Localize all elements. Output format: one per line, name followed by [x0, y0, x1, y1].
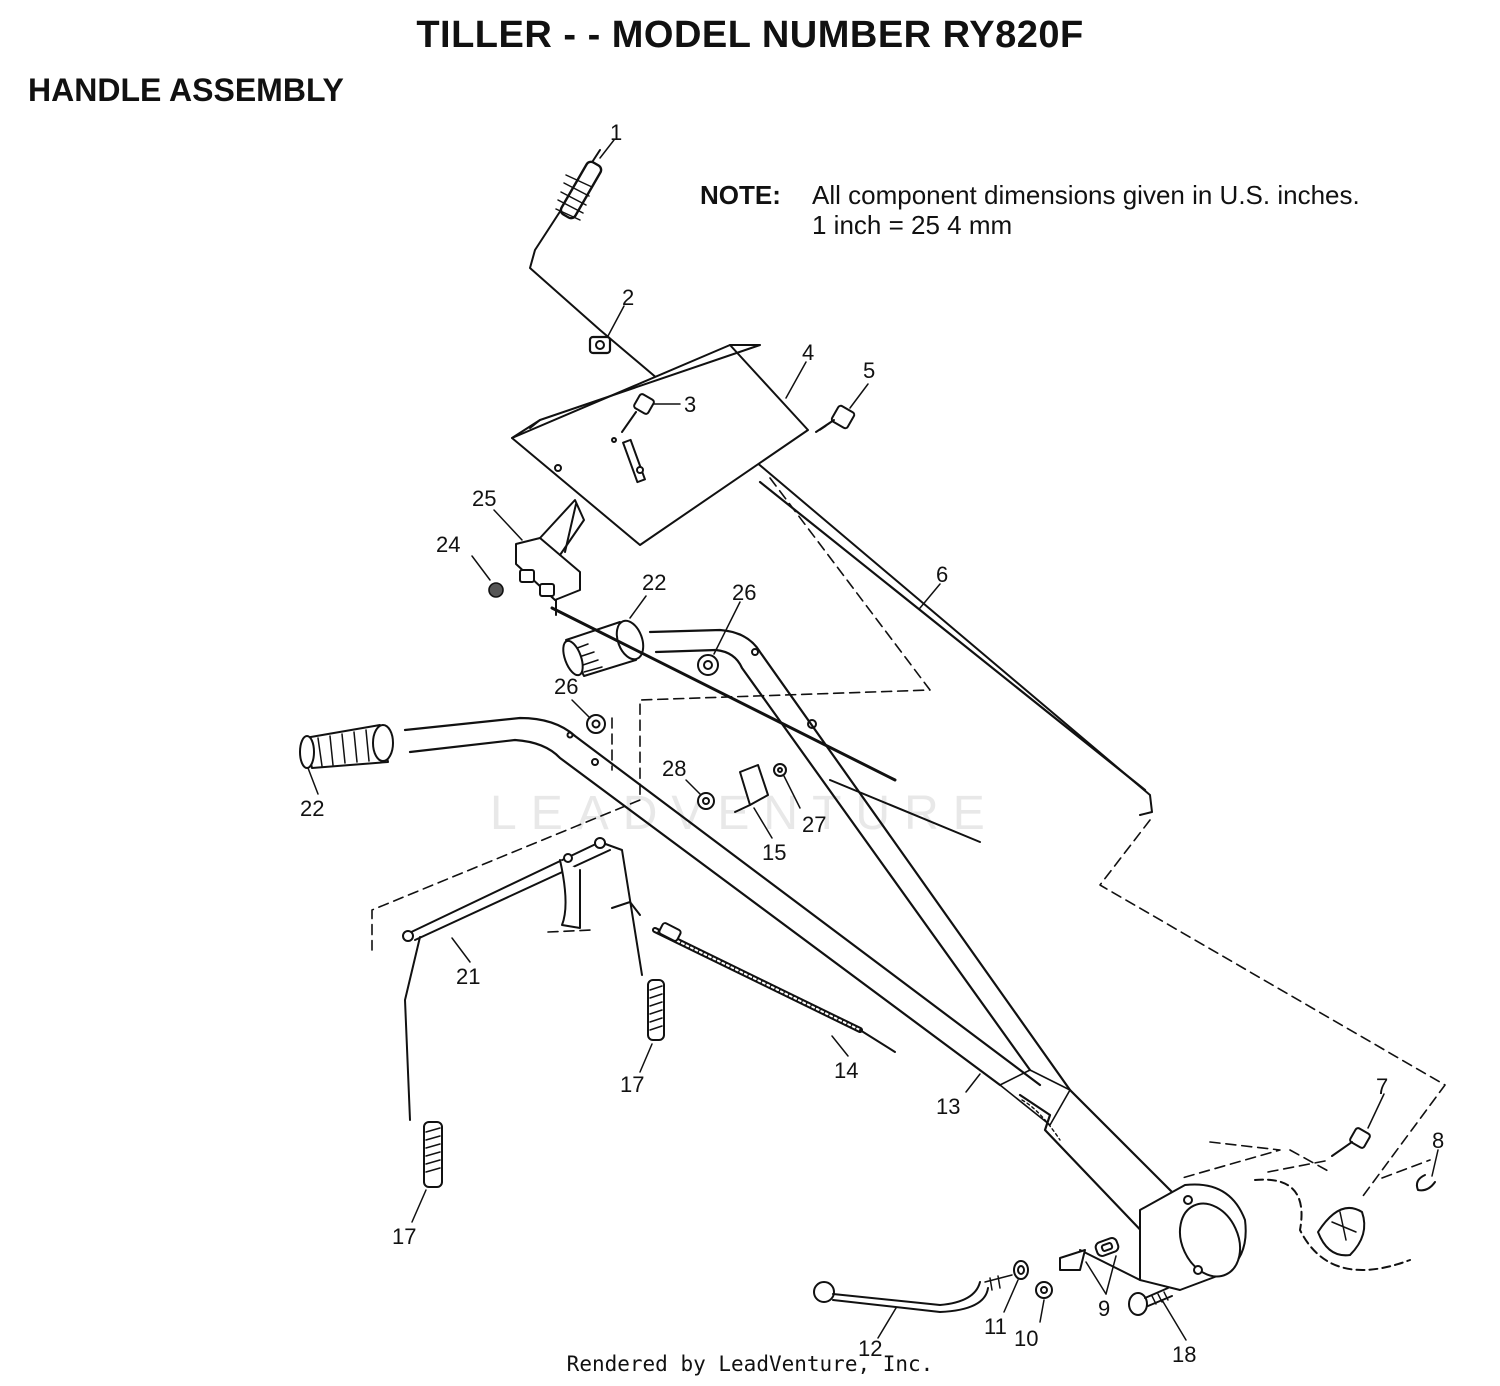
- part-8-clip: [1415, 1174, 1436, 1192]
- part-25-control-bracket: [515, 499, 585, 616]
- dimension-note: NOTE: All component dimensions given in U…: [700, 180, 1360, 240]
- part-13-handle-tube: [403, 628, 1192, 1242]
- part-21-bail-rod: [402, 837, 643, 1121]
- part-10-nut: [1035, 1281, 1053, 1299]
- part-28-nut: [697, 792, 715, 810]
- callout-14: 14: [834, 1058, 858, 1083]
- part-11-washer: [984, 1260, 1029, 1291]
- callout-7: 7: [1376, 1074, 1388, 1099]
- callout-27: 27: [802, 812, 826, 837]
- part-24-nut: [488, 582, 504, 598]
- callout-26b: 26: [554, 674, 578, 699]
- part-1-shift-rod: [529, 149, 1153, 816]
- dashed-guide-lines: [371, 477, 1446, 1201]
- page-title: TILLER - - MODEL NUMBER RY820F: [416, 14, 1084, 56]
- part-26-nut-upper: [697, 654, 719, 676]
- part-22-upper-grip: [562, 619, 645, 677]
- note-label: NOTE:: [700, 180, 781, 210]
- handle-mount-housing: [1059, 1183, 1247, 1291]
- leader-lines: [307, 139, 1439, 1341]
- callout-5: 5: [863, 358, 875, 383]
- watermark: LEADVENTURE: [490, 787, 999, 840]
- section-title: HANDLE ASSEMBLY: [28, 72, 344, 108]
- transmission-shift-plate: [1254, 1178, 1411, 1271]
- callout-25: 25: [472, 486, 496, 511]
- callout-18: 18: [1172, 1342, 1196, 1367]
- part-22-lower-grip: [299, 724, 394, 769]
- part-7-bolt: [1331, 1127, 1371, 1157]
- callout-1: 1: [610, 120, 622, 145]
- callout-12: 12: [858, 1336, 882, 1361]
- callout-9: 9: [1098, 1296, 1110, 1321]
- callout-22b: 22: [300, 796, 324, 821]
- note-line-2: 1 inch = 25 4 mm: [812, 210, 1013, 240]
- callout-24: 24: [436, 532, 460, 557]
- callout-28: 28: [662, 756, 686, 781]
- part-27-washer: [773, 763, 787, 777]
- part-5-bolt: [815, 404, 856, 433]
- part-26-nut-lower: [586, 714, 606, 734]
- part-9-plates: [1094, 1237, 1120, 1257]
- callout-11: 11: [984, 1314, 1007, 1339]
- callout-21: 21: [456, 964, 480, 989]
- part-2-rod-connector: [588, 335, 612, 355]
- callout-13: 13: [936, 1094, 960, 1119]
- part-6-shift-rod: [758, 480, 1147, 792]
- part-17-grip-left: [423, 1121, 443, 1188]
- callout-17b: 17: [392, 1224, 416, 1249]
- part-3-screw: [621, 393, 655, 433]
- part-4-console-panel: [511, 344, 809, 546]
- callout-8: 8: [1432, 1128, 1444, 1153]
- part-17-grip-right: [647, 979, 665, 1041]
- callout-26a: 26: [732, 580, 756, 605]
- part-15-bracket: [734, 764, 769, 813]
- note-line-1: All component dimensions given in U.S. i…: [812, 180, 1360, 210]
- callout-17a: 17: [620, 1072, 644, 1097]
- part-18-bolt: [1128, 1287, 1173, 1316]
- callout-10: 10: [1014, 1326, 1038, 1351]
- callout-4: 4: [802, 340, 814, 365]
- callout-22a: 22: [642, 570, 666, 595]
- callout-2: 2: [622, 285, 634, 310]
- part-14-control-cable: [550, 606, 981, 1053]
- callout-numbers: 1 2 3 4 5 6 7 8 9 10 11 12 13 14 15 17 1…: [300, 120, 1444, 1367]
- part-12-shift-lever: [813, 1281, 989, 1313]
- callout-6: 6: [936, 562, 948, 587]
- callout-3: 3: [684, 392, 696, 417]
- footer-credit: Rendered by LeadVenture, Inc.: [566, 1352, 934, 1376]
- callout-15: 15: [762, 840, 786, 865]
